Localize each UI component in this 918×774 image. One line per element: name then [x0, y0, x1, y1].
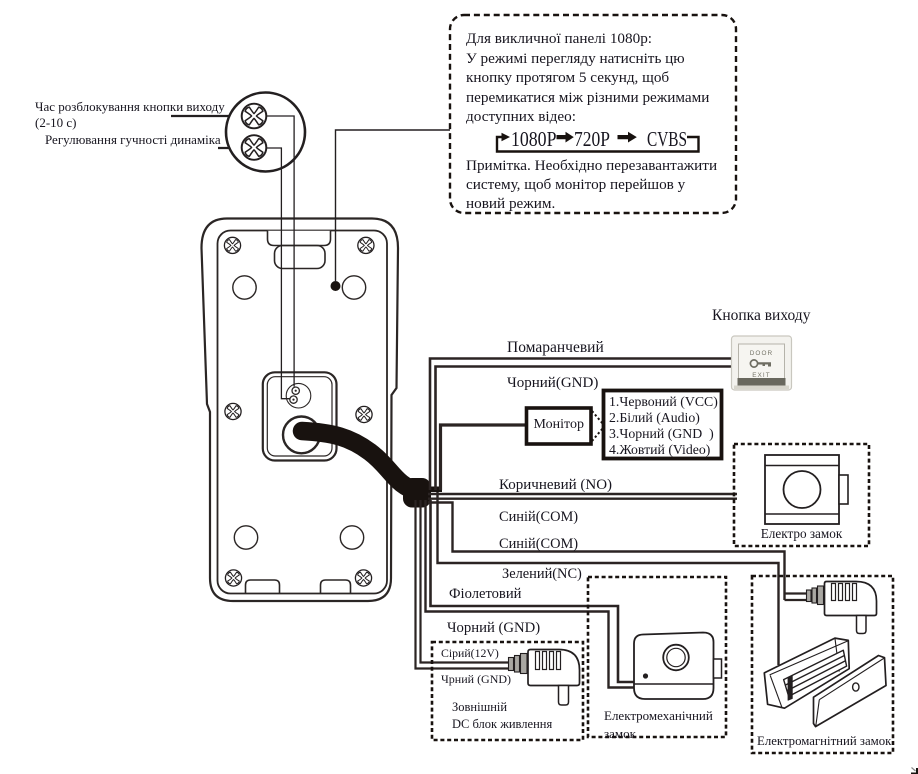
svg-text:EXIT: EXIT	[752, 372, 771, 379]
svg-text:DOOR: DOOR	[750, 350, 774, 357]
